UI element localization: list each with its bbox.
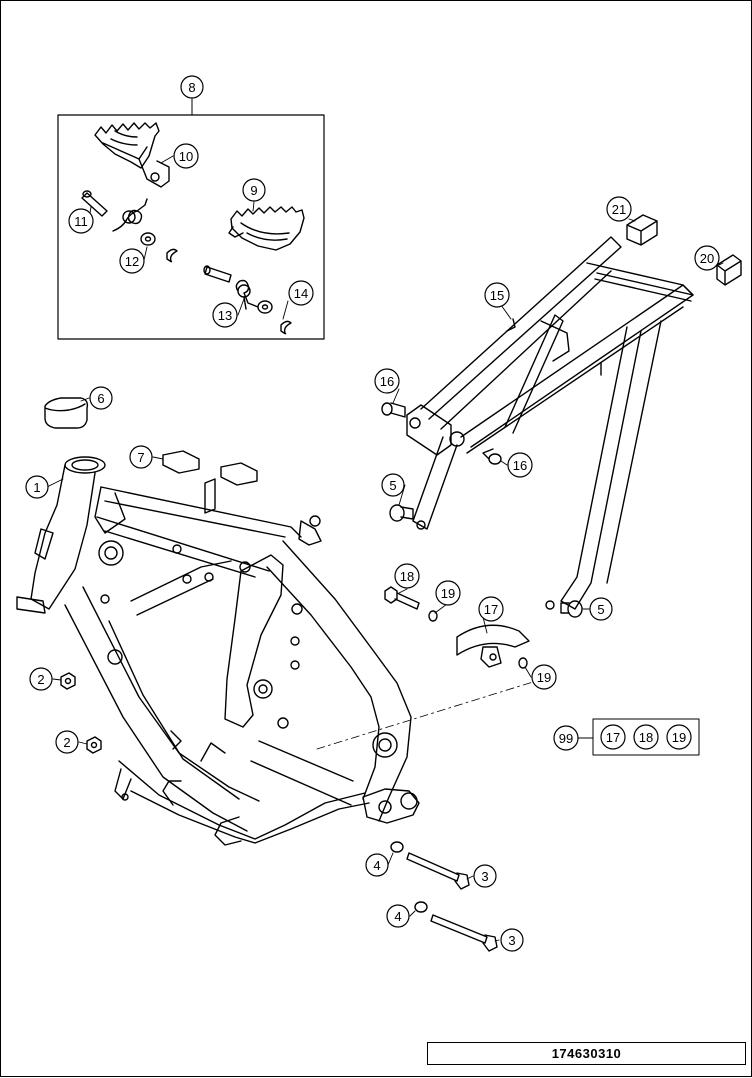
rear-subframe (406, 236, 694, 610)
svg-text:3: 3 (481, 869, 488, 884)
svg-text:18: 18 (400, 569, 414, 584)
washer-left (140, 232, 156, 246)
svg-text:17: 17 (606, 730, 620, 745)
svg-text:13: 13 (218, 308, 232, 323)
drawing-number: 174630310 (427, 1042, 746, 1065)
callout-10: 10 (173, 143, 199, 169)
washer-right (257, 300, 273, 314)
callout-9: 9 (242, 178, 266, 202)
callout-16-lower: 16 (507, 452, 533, 478)
washer-19-lower (518, 657, 528, 669)
svg-text:5: 5 (389, 478, 396, 493)
callout-8: 8 (180, 75, 204, 99)
protector-pads (162, 450, 258, 486)
callout-2-upper: 2 (29, 667, 53, 691)
bolt-3-lower (430, 914, 498, 952)
bolt-3-upper (406, 852, 470, 890)
kit-callout-17: 17 (600, 724, 626, 750)
svg-text:1: 1 (33, 480, 40, 495)
callout-4-lower: 4 (386, 904, 410, 928)
svg-text:10: 10 (179, 149, 193, 164)
callout-7: 7 (129, 445, 153, 469)
footrest-right (228, 206, 305, 251)
screw-16-lower (482, 448, 502, 465)
rubber-block (44, 397, 89, 429)
svg-text:21: 21 (612, 202, 626, 217)
svg-text:19: 19 (441, 586, 455, 601)
clip-left (166, 248, 178, 263)
svg-text:15: 15 (490, 288, 504, 303)
callout-21: 21 (606, 196, 632, 222)
svg-text:16: 16 (513, 458, 527, 473)
callout-99: 99 (553, 725, 579, 751)
svg-text:20: 20 (700, 251, 714, 266)
svg-text:14: 14 (294, 286, 308, 301)
screw-5-upper (389, 504, 414, 522)
pin-left (81, 190, 108, 217)
svg-text:17: 17 (484, 602, 498, 617)
callout-12: 12 (119, 248, 145, 274)
callout-11: 11 (68, 208, 94, 234)
callout-6: 6 (89, 386, 113, 410)
callout-17: 17 (478, 596, 504, 622)
kit-callout-19: 19 (666, 724, 692, 750)
pin-right (203, 265, 232, 283)
cap-right (716, 254, 742, 286)
svg-text:5: 5 (597, 602, 604, 617)
svg-text:6: 6 (97, 391, 104, 406)
svg-text:4: 4 (394, 909, 401, 924)
washer-19-upper (428, 610, 438, 622)
callout-3-lower: 3 (500, 928, 524, 952)
footrest-kit-box (57, 114, 325, 340)
svg-text:3: 3 (508, 933, 515, 948)
svg-text:12: 12 (125, 254, 139, 269)
callout-14: 14 (288, 280, 314, 306)
svg-text:2: 2 (37, 672, 44, 687)
callout-16-upper: 16 (374, 368, 400, 394)
nut-2-lower (86, 736, 102, 754)
footrest-left (94, 122, 170, 188)
callout-19-lower: 19 (531, 664, 557, 690)
svg-text:99: 99 (559, 731, 573, 746)
callout-4-upper: 4 (365, 853, 389, 877)
screw-5-lower (560, 600, 583, 618)
svg-text:8: 8 (188, 80, 195, 95)
spring-right (235, 279, 259, 310)
nut-2-upper (60, 672, 76, 690)
callout-19-upper: 19 (435, 580, 461, 606)
callout-2-lower: 2 (55, 730, 79, 754)
svg-text:7: 7 (137, 450, 144, 465)
svg-text:19: 19 (537, 670, 551, 685)
callout-15: 15 (484, 282, 510, 308)
svg-text:18: 18 (639, 730, 653, 745)
svg-text:11: 11 (74, 214, 88, 229)
svg-text:4: 4 (373, 858, 380, 873)
svg-text:19: 19 (672, 730, 686, 745)
svg-text:16: 16 (380, 374, 394, 389)
main-frame (16, 456, 420, 846)
washer-4-lower (414, 901, 428, 913)
washer-4-upper (390, 841, 404, 853)
clip-right (280, 320, 292, 335)
spring-left (112, 198, 148, 232)
callout-5-upper: 5 (381, 473, 405, 497)
svg-text:2: 2 (63, 735, 70, 750)
bolt-18 (384, 586, 420, 610)
callout-1: 1 (25, 475, 49, 499)
callout-5-lower: 5 (589, 597, 613, 621)
kit-99-box (592, 718, 700, 756)
callout-20: 20 (694, 245, 720, 271)
chain-guide (456, 624, 530, 668)
cap-left (626, 214, 658, 246)
kit-callout-18: 18 (633, 724, 659, 750)
svg-text:9: 9 (250, 183, 257, 198)
callout-18: 18 (394, 563, 420, 589)
callout-3-upper: 3 (473, 864, 497, 888)
callout-13: 13 (212, 302, 238, 328)
screw-16-upper (381, 402, 406, 418)
